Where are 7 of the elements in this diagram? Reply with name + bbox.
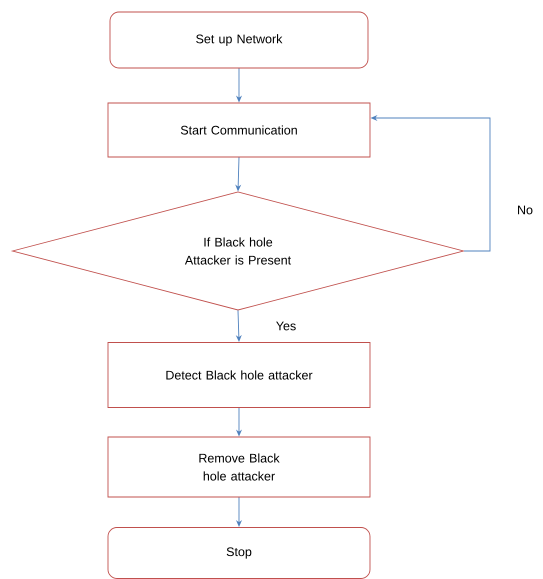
process-box: Start Communication <box>108 102 370 158</box>
terminal-box: Set up Network <box>110 12 368 68</box>
edge-label: Yes <box>276 322 296 330</box>
process-box: Detect Black hole attacker <box>108 342 370 408</box>
process-box: Remove Black hole attacker <box>108 436 370 498</box>
edge-label: No <box>518 206 532 214</box>
terminal-box: Stop <box>108 527 370 579</box>
